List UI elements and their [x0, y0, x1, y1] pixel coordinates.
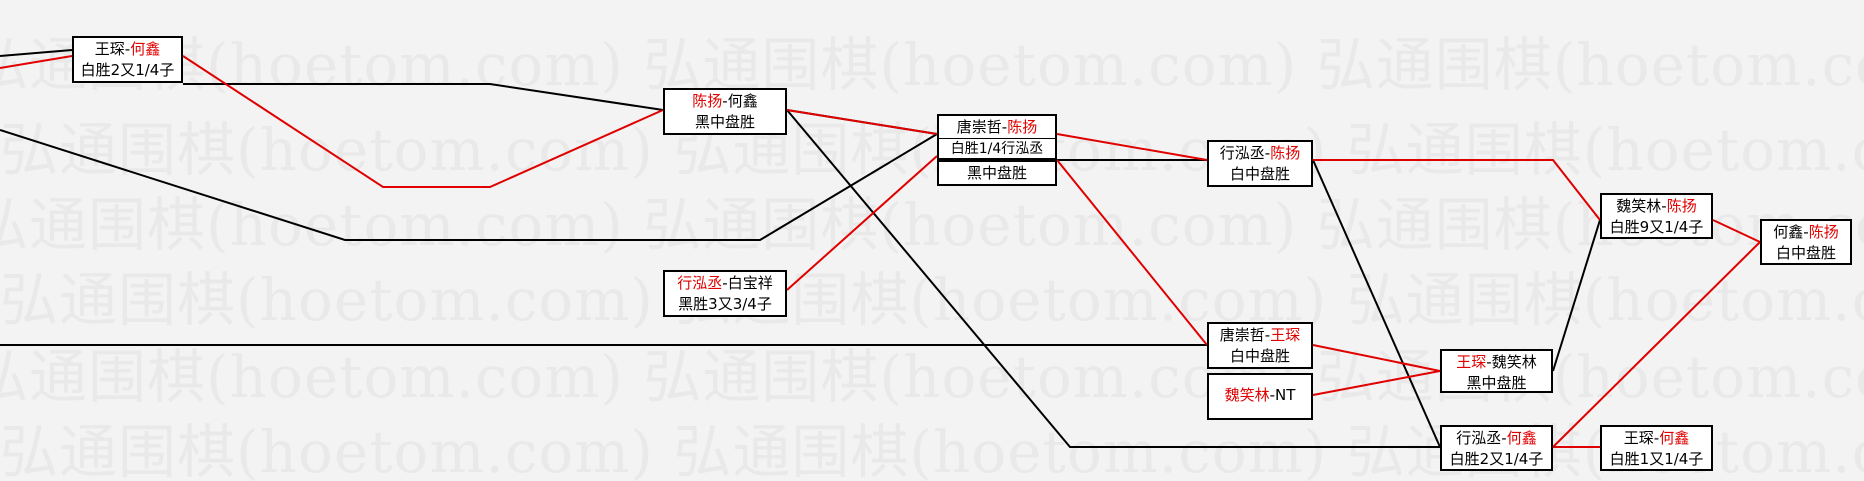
- game-node-g2[interactable]: 陈扬-何鑫 黑中盘胜: [663, 88, 787, 135]
- game-node-g1[interactable]: 王琛-何鑫 白胜2又1/4子: [72, 36, 183, 83]
- game-result: 白中盘胜: [1229, 165, 1290, 183]
- bracket-line: [0, 49, 73, 57]
- black-player-name: 魏笑林: [1224, 386, 1270, 404]
- game-result: 白中盘胜: [1775, 244, 1836, 262]
- bracket-line: [0, 129, 938, 241]
- game-result: 黑中盘胜: [1466, 374, 1527, 392]
- game-result: 白胜2又1/4子: [1449, 450, 1544, 468]
- black-player-name: 行泓丞: [1456, 429, 1502, 447]
- black-player-name: 王琛: [94, 40, 125, 58]
- white-player-name: 何鑫: [130, 40, 161, 58]
- bracket-line: [1056, 159, 1208, 346]
- white-player-name: 何鑫: [727, 92, 758, 110]
- white-player-name: 白宝祥: [727, 274, 773, 292]
- game-result: 白胜1又1/4子: [1609, 450, 1704, 468]
- game-node-g6[interactable]: 唐崇哲-王琛 白中盘胜: [1207, 322, 1313, 369]
- game-result: 黑中盘胜: [694, 113, 755, 131]
- game-node-g10[interactable]: 魏笑林-陈扬 白胜9又1/4子: [1600, 193, 1713, 239]
- bracket-line: [1552, 241, 1761, 448]
- game-node-g5[interactable]: 行泓丞-陈扬 白中盘胜: [1207, 140, 1313, 187]
- game-node-g9[interactable]: 行泓丞-何鑫 白胜2又1/4子: [1440, 425, 1553, 471]
- watermark-text: 弘通围棋(hoetom.com) 弘通围棋(hoetom.com) 弘通围棋(h…: [0, 343, 1864, 411]
- game-result: 黑中盘胜: [966, 164, 1027, 182]
- game-node-g4[interactable]: 唐崇哲-陈扬 白胜1/4行泓丞: [937, 114, 1057, 160]
- game-node-g4-result[interactable]: 黑中盘胜: [937, 160, 1057, 186]
- black-player-name: 魏笑林: [1616, 197, 1662, 215]
- bracket-line: [786, 109, 938, 135]
- game-node-g3[interactable]: 行泓丞-白宝祥 黑胜3又3/4子: [663, 270, 787, 317]
- bracket-line: [1312, 370, 1441, 396]
- bracket-line: [1712, 219, 1761, 243]
- bracket-line: [786, 155, 938, 291]
- overlay-text: 白胜1/4行泓丞: [950, 141, 1044, 157]
- white-player-name: 何鑫: [1659, 429, 1690, 447]
- black-player-name: 唐崇哲: [1219, 326, 1265, 344]
- game-node-g8[interactable]: 王琛-魏笑林 黑中盘胜: [1440, 349, 1553, 393]
- black-player-name: 行泓丞: [677, 274, 723, 292]
- black-player-name: 唐崇哲: [956, 118, 1002, 136]
- game-node-g7[interactable]: 魏笑林-NT: [1207, 373, 1313, 420]
- bracket-line: [0, 55, 73, 69]
- black-player-name: 何鑫: [1773, 223, 1804, 241]
- black-player-name: 王琛: [1623, 429, 1654, 447]
- black-player-name: 行泓丞: [1219, 144, 1265, 162]
- bracket-line: [183, 83, 664, 111]
- white-player-name: 陈扬: [1270, 144, 1301, 162]
- white-player-name: 陈扬: [1666, 197, 1697, 215]
- white-player-name: 何鑫: [1506, 429, 1537, 447]
- bracket-line: [1056, 133, 1208, 161]
- winner-lines: [0, 55, 1761, 448]
- watermark-text: 弘通围棋(hoetom.com) 弘通围棋(hoetom.com) 弘通围棋(h…: [0, 31, 1864, 99]
- bracket-line: [786, 109, 1440, 448]
- bracket-line: [1552, 219, 1601, 372]
- game-result: 白胜9又1/4子: [1609, 218, 1704, 236]
- bracket-line: [1313, 159, 1601, 221]
- white-player-name: 王琛: [1270, 326, 1301, 344]
- white-player-name: 陈扬: [1808, 223, 1839, 241]
- loser-lines: [0, 49, 1601, 448]
- white-player-name: 魏笑林: [1491, 353, 1537, 371]
- game-result: 白中盘胜: [1229, 347, 1290, 365]
- bracket-line: [1312, 159, 1441, 448]
- game-node-g12[interactable]: 何鑫-陈扬 白中盘胜: [1760, 219, 1852, 265]
- black-player-name: 王琛: [1456, 353, 1487, 371]
- game-node-g11[interactable]: 王琛-何鑫 白胜1又1/4子: [1600, 425, 1713, 471]
- black-player-name: 陈扬: [692, 92, 723, 110]
- bracket-line: [182, 55, 664, 188]
- white-player-name: NT: [1275, 386, 1296, 404]
- white-player-name: 陈扬: [1007, 118, 1038, 136]
- game-result: 白胜2又1/4子: [80, 61, 175, 79]
- game-result: 黑胜3又3/4子: [678, 295, 772, 313]
- bracket-line: [1312, 344, 1441, 372]
